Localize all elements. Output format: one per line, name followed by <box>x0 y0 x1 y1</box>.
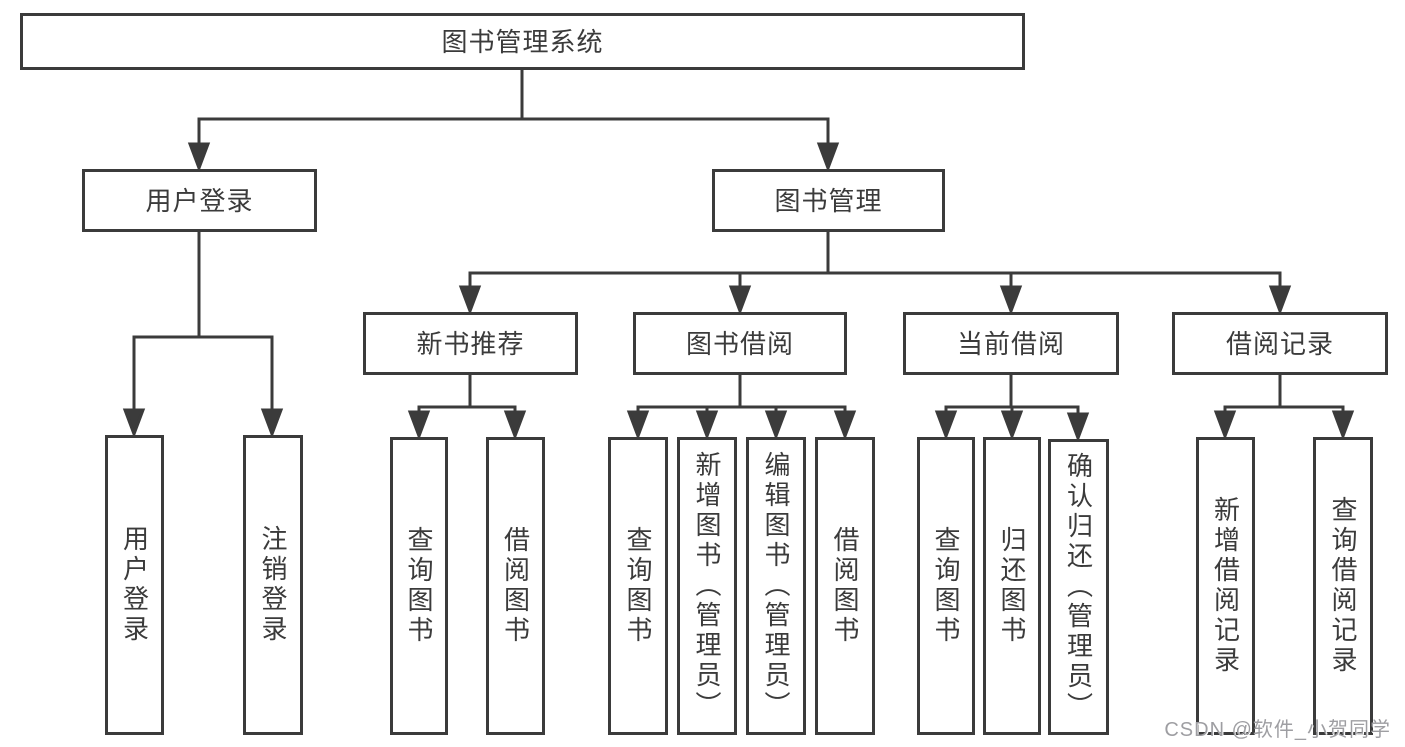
leaf-current-query-books-label: 查询图书 <box>931 526 961 646</box>
node-root-label: 图书管理系统 <box>441 26 604 57</box>
leaf-logout-label: 注销登录 <box>258 525 288 645</box>
leaf-recommend-query-books-label: 查询图书 <box>404 526 434 646</box>
node-user-login-label: 用户登录 <box>145 185 254 216</box>
leaf-query-borrow-record-label: 查询借阅记录 <box>1328 496 1358 676</box>
leaf-query-borrow-record: 查询借阅记录 <box>1313 437 1373 735</box>
leaf-borrow-books-label: 借阅图书 <box>830 526 860 646</box>
leaf-recommend-borrow-books-label: 借阅图书 <box>500 526 531 646</box>
leaf-user-login-label: 用户登录 <box>119 525 150 645</box>
leaf-recommend-borrow-books: 借阅图书 <box>486 437 545 735</box>
leaf-confirm-return-admin: 确认归还（管理员） <box>1048 439 1109 735</box>
node-borrow-records: 借阅记录 <box>1172 312 1388 375</box>
leaf-recommend-query-books: 查询图书 <box>390 437 448 735</box>
leaf-edit-books-admin: 编辑图书（管理员） <box>746 437 806 735</box>
node-book-management: 图书管理 <box>712 169 945 232</box>
leaf-user-login: 用户登录 <box>105 435 164 735</box>
node-new-book-recommend-label: 新书推荐 <box>416 328 525 359</box>
leaf-confirm-return-admin-label: 确认归还（管理员） <box>1063 452 1094 722</box>
node-user-login: 用户登录 <box>82 169 317 232</box>
leaf-logout: 注销登录 <box>243 435 303 735</box>
leaf-add-books-admin: 新增图书（管理员） <box>677 437 737 735</box>
node-root: 图书管理系统 <box>20 13 1025 70</box>
leaf-add-borrow-record-label: 新增借阅记录 <box>1210 496 1241 676</box>
node-book-borrow-label: 图书借阅 <box>685 328 794 359</box>
leaf-return-books-label: 归还图书 <box>997 526 1027 646</box>
leaf-borrow-books: 借阅图书 <box>815 437 875 735</box>
node-current-borrow: 当前借阅 <box>903 312 1119 375</box>
leaf-edit-books-admin-label: 编辑图书（管理员） <box>761 451 791 721</box>
leaf-borrow-query-books: 查询图书 <box>608 437 668 735</box>
node-book-borrow: 图书借阅 <box>633 312 847 375</box>
node-book-management-label: 图书管理 <box>774 185 883 216</box>
leaf-borrow-query-books-label: 查询图书 <box>623 526 653 646</box>
leaf-add-borrow-record: 新增借阅记录 <box>1196 437 1255 735</box>
node-current-borrow-label: 当前借阅 <box>956 328 1065 359</box>
node-new-book-recommend: 新书推荐 <box>363 312 578 375</box>
leaf-add-books-admin-label: 新增图书（管理员） <box>692 451 722 721</box>
node-borrow-records-label: 借阅记录 <box>1225 328 1334 359</box>
leaf-current-query-books: 查询图书 <box>917 437 975 735</box>
leaf-return-books: 归还图书 <box>983 437 1041 735</box>
